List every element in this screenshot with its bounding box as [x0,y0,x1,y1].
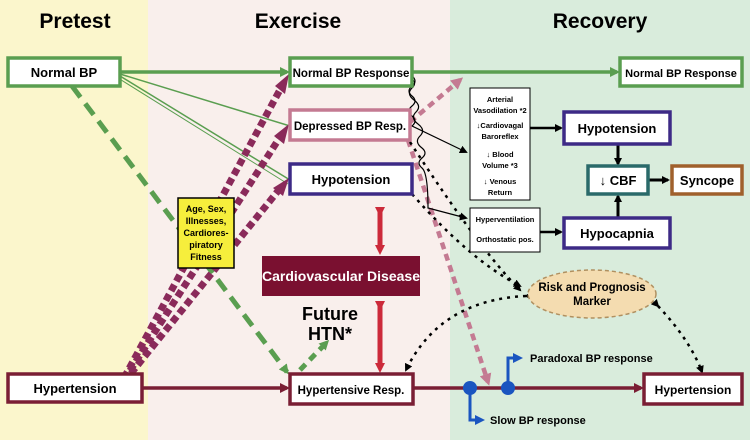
factors-text: Age, Sex, Illnesses, Cardiores- piratory… [183,204,228,262]
phase-title-recovery: Recovery [553,10,648,33]
hyperventilation-text: Hyperventilation Orthostatic pos. [476,215,535,244]
future-htn-line-2: HTN* [308,324,352,344]
normal-bp-response-recovery-box [618,56,744,88]
pink-dotted-to-slow-response [405,139,492,386]
dotted-hypotension-to-risk [411,193,522,288]
hypocapnia-label: Hypocapnia [580,226,654,241]
pink-dotted-to-vasodilation [408,77,464,124]
dashed-future-htn [298,339,330,372]
mechanism-line-6: Volume *3 [482,161,518,170]
normal-bp-response-box [288,56,414,88]
factor-line-1: Age, Sex, [186,204,227,214]
hypertensive-resp-label: Hypertensive Resp. [298,385,405,397]
mechanism-line-4: Baroreflex [481,132,519,141]
hypotension-exercise-label: Hypotension [312,172,391,187]
normal-bp-response-label: Normal BP Response [293,68,410,80]
phase-title-exercise: Exercise [255,10,341,33]
dotted-arrowhead-3 [273,178,289,196]
future-htn-line-1: Future [302,304,358,324]
hypertension-pre-box [6,372,144,404]
risk-marker-ellipse [527,269,657,319]
hypertension-recovery-label: Hypertension [655,383,732,397]
risk-marker-line-1: Risk and Prognosis [538,282,645,294]
phase-title-pretest: Pretest [39,10,110,33]
normal-bp-box [6,56,122,88]
paradoxal-bp-response-label: Paradoxal BP response [530,353,653,365]
cbf-box [586,164,650,196]
slow-bp-response-label: Slow BP response [490,415,586,427]
hypocapnia-box [562,216,672,250]
hyperventilation-line-1: Hyperventilation [476,215,535,224]
dotted-arrowhead-2 [274,124,289,144]
mechanism-line-5: ↓ Blood [486,150,513,159]
syncope-label: Syncope [680,173,734,188]
risk-marker-line-2: Marker [573,296,611,308]
factor-line-2: Illnesses, [186,216,227,226]
depressed-bp-resp-box [288,108,412,142]
arrow-to-paradoxal [506,353,523,388]
mechanisms-box [469,87,531,201]
mechanism-line-7: ↓ Venous [484,177,517,186]
depressed-bp-resp-label: Depressed BP Resp. [294,121,406,133]
cardiovascular-disease-box [262,256,420,296]
hypertensive-resp-box [288,372,415,406]
factor-line-3: Cardiores- [183,228,228,238]
future-htn-label: Future HTN* [302,304,358,344]
dotted-hypertension-to-hypotension [121,183,285,385]
hypotension-recovery-label: Hypotension [578,121,657,136]
mechanism-line-1: Arterial [487,95,513,104]
hyperventilation-box [469,207,541,253]
factors-box [177,197,235,269]
hyperventilation-line-2: Orthostatic pos. [476,235,534,244]
hypertension-pre-label: Hypertension [33,381,116,396]
fan-line-to-depressed [119,73,291,127]
hypotension-recovery-box [562,110,672,146]
factor-line-4: piratory [189,240,223,250]
factor-line-5: Fitness [190,252,222,262]
mechanisms-text: Arterial Vasodilation *2 ↓Cardiovagal Ba… [473,95,526,197]
mechanism-line-3: ↓Cardiovagal [477,121,524,130]
syncope-box [670,164,744,196]
normal-bp-response-recovery-label: Normal BP Response [625,68,737,80]
wavy-to-hyperventilation [408,77,468,221]
mechanism-line-8: Return [488,188,513,197]
hypotension-exercise-box [288,162,414,196]
normal-bp-label: Normal BP [31,65,98,80]
hypertension-recovery-box [642,372,744,406]
dotted-risk-to-hypertension-recovery [650,298,704,374]
arrow-to-slow [468,388,485,425]
dotted-arrowhead-1 [275,74,289,94]
cbf-label: ↓ CBF [600,173,637,188]
mechanism-line-2: Vasodilation *2 [473,106,526,115]
cardiovascular-disease-label: Cardiovascular Disease [262,268,420,284]
